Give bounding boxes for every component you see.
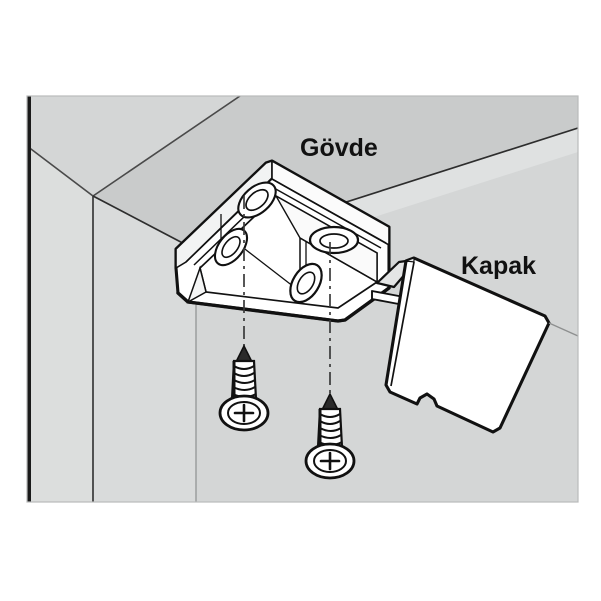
body-hole-mid-left [213, 227, 249, 267]
body-rim-inner-line-1 [185, 178, 387, 263]
screw-left-phillips-icon [233, 403, 255, 423]
cover-fold-line [390, 261, 415, 387]
cabinet-front-panel-face [93, 196, 196, 502]
panel-left-border-bar [27, 96, 31, 502]
body-screw-holes [213, 181, 360, 304]
body-hole-front-left [289, 262, 323, 304]
cabinet-shelf-left-line [92, 195, 197, 251]
screw-left [218, 344, 270, 432]
cover-part [375, 256, 551, 434]
body-front-lip [186, 265, 207, 304]
panel-outline [26, 95, 579, 503]
centerlines [243, 196, 331, 400]
body-hole-front-right [308, 225, 360, 255]
body-top-rim-band [271, 159, 390, 247]
cover-plate [384, 256, 551, 434]
body-bottom-outline [176, 286, 391, 323]
cabinet-left-panel-face [27, 96, 93, 502]
screw-right [304, 392, 356, 480]
screw-right-phillips-icon [319, 451, 341, 471]
label-kapak: Kapak [461, 252, 536, 280]
cover-corner-facet [405, 257, 415, 263]
label-govde: Gövde [300, 134, 378, 162]
body-hole-upper-left [237, 181, 277, 219]
background-shelf-line-right [548, 322, 578, 337]
